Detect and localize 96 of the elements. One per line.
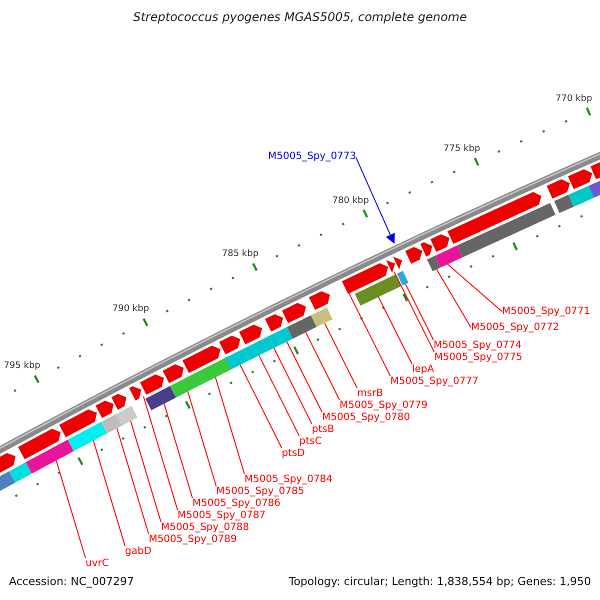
leader-line bbox=[447, 264, 502, 312]
gene-bar bbox=[26, 440, 74, 474]
gene-bar bbox=[225, 348, 250, 370]
gene-label: lepA bbox=[412, 364, 434, 375]
scale-label: 780 kbp bbox=[332, 196, 369, 206]
gene-label: M5005_Spy_0773 bbox=[268, 151, 356, 162]
gene-label: M5005_Spy_0786 bbox=[192, 498, 281, 509]
gene-bar bbox=[457, 203, 556, 258]
gene-bar bbox=[427, 256, 441, 272]
leader-line bbox=[258, 354, 300, 436]
gene-label: M5005_Spy_0780 bbox=[322, 412, 410, 423]
leader-line bbox=[92, 440, 126, 546]
gene-segment bbox=[430, 234, 450, 252]
gene-label: uvrC bbox=[86, 558, 109, 569]
gene-bar bbox=[116, 406, 138, 426]
gene-segment bbox=[448, 192, 542, 244]
gene-segment bbox=[546, 179, 570, 199]
gene-segment bbox=[282, 302, 306, 324]
gene-bar bbox=[396, 270, 408, 286]
leader-line bbox=[214, 376, 245, 474]
gene-bar bbox=[9, 462, 32, 483]
leader-line bbox=[116, 428, 150, 534]
gene-label: M5005_Spy_0785 bbox=[216, 486, 304, 497]
gene-label: ptsC bbox=[299, 436, 322, 447]
leader-line bbox=[436, 268, 472, 328]
gene-segment bbox=[239, 324, 262, 344]
gene-segment bbox=[342, 263, 388, 294]
gene-segment bbox=[420, 242, 432, 257]
gene-bar bbox=[554, 194, 574, 213]
gene-bar bbox=[68, 422, 108, 452]
gene-segment bbox=[386, 260, 396, 273]
gene-label: ptsD bbox=[282, 448, 305, 459]
gene-label: M5005_Spy_0789 bbox=[148, 534, 237, 545]
gene-label: gabD bbox=[125, 546, 152, 557]
gene-segment bbox=[96, 400, 114, 418]
marker-triangle bbox=[386, 232, 395, 244]
gene-bar bbox=[243, 339, 268, 360]
gene-label: M5005_Spy_0787 bbox=[178, 510, 266, 521]
gene-bar bbox=[310, 308, 333, 327]
gene-segment bbox=[265, 314, 284, 332]
gene-label: M5005_Spy_0771 bbox=[502, 306, 590, 317]
leader-line bbox=[286, 341, 322, 412]
gene-label: ptsB bbox=[312, 424, 334, 435]
scale-label: 785 kbp bbox=[222, 249, 259, 260]
gene-bar bbox=[262, 332, 281, 351]
gene-segment bbox=[393, 256, 402, 270]
scale-label: 770 kbp bbox=[556, 94, 592, 104]
leader-line bbox=[378, 296, 412, 364]
leader-line bbox=[142, 396, 178, 510]
gene-label: M5005_Spy_0777 bbox=[390, 376, 478, 387]
gene-segment bbox=[111, 394, 126, 410]
gene-segment bbox=[405, 247, 422, 264]
genome-summary-text: Topology: circular; Length: 1,838,554 bp; Genes: 1,950 bbox=[288, 576, 591, 587]
leader-line bbox=[240, 364, 282, 448]
title: Streptococcus pyogenes MGAS5005, complete genome bbox=[132, 10, 468, 24]
gene-segment bbox=[0, 453, 16, 474]
gene-bar bbox=[287, 315, 317, 339]
gene-label: M5005_Spy_0788 bbox=[161, 522, 250, 533]
gene-segment bbox=[59, 409, 97, 438]
gene-bar bbox=[198, 357, 232, 384]
gene-segment bbox=[140, 374, 164, 395]
accession-text: Accession: NC_007297 bbox=[9, 576, 134, 587]
gene-bar bbox=[101, 414, 122, 434]
gene-segment bbox=[308, 291, 330, 310]
leader-line bbox=[394, 271, 435, 352]
gene-label: M5005_Spy_0784 bbox=[244, 474, 333, 485]
leader-line bbox=[130, 420, 162, 522]
scale-label: 795 kbp bbox=[4, 361, 40, 372]
gene-label: M5005_Spy_0775 bbox=[434, 352, 522, 363]
gene-label: msrB bbox=[357, 388, 384, 399]
gene-segment bbox=[18, 428, 60, 460]
gene-segment bbox=[129, 386, 142, 400]
leader-line bbox=[187, 391, 217, 486]
gene-bar bbox=[145, 386, 176, 410]
leader-line bbox=[405, 284, 434, 340]
leader-line bbox=[348, 292, 391, 376]
leader-line bbox=[305, 332, 340, 400]
leader-line bbox=[56, 460, 86, 558]
leader-line bbox=[324, 322, 358, 388]
scale-label: 775 kbp bbox=[444, 144, 480, 155]
gene-bar bbox=[170, 372, 204, 398]
gene-label: M5005_Spy_0772 bbox=[471, 322, 560, 333]
gene-bar bbox=[0, 471, 16, 492]
leader-line bbox=[273, 348, 312, 424]
gene-bar bbox=[568, 186, 594, 207]
gene-segment bbox=[162, 364, 184, 384]
gene-segment bbox=[219, 336, 240, 354]
gene-bar bbox=[354, 274, 402, 306]
gene-bar bbox=[275, 327, 293, 345]
gene-bar bbox=[435, 245, 463, 268]
gene-segment bbox=[182, 346, 220, 373]
leader-line bbox=[164, 403, 193, 498]
scale-label: 790 kbp bbox=[112, 304, 150, 316]
gene-label: M5005_Spy_0774 bbox=[434, 340, 522, 351]
gene-label: M5005_Spy_0779 bbox=[340, 400, 428, 411]
leader-line bbox=[356, 157, 391, 236]
